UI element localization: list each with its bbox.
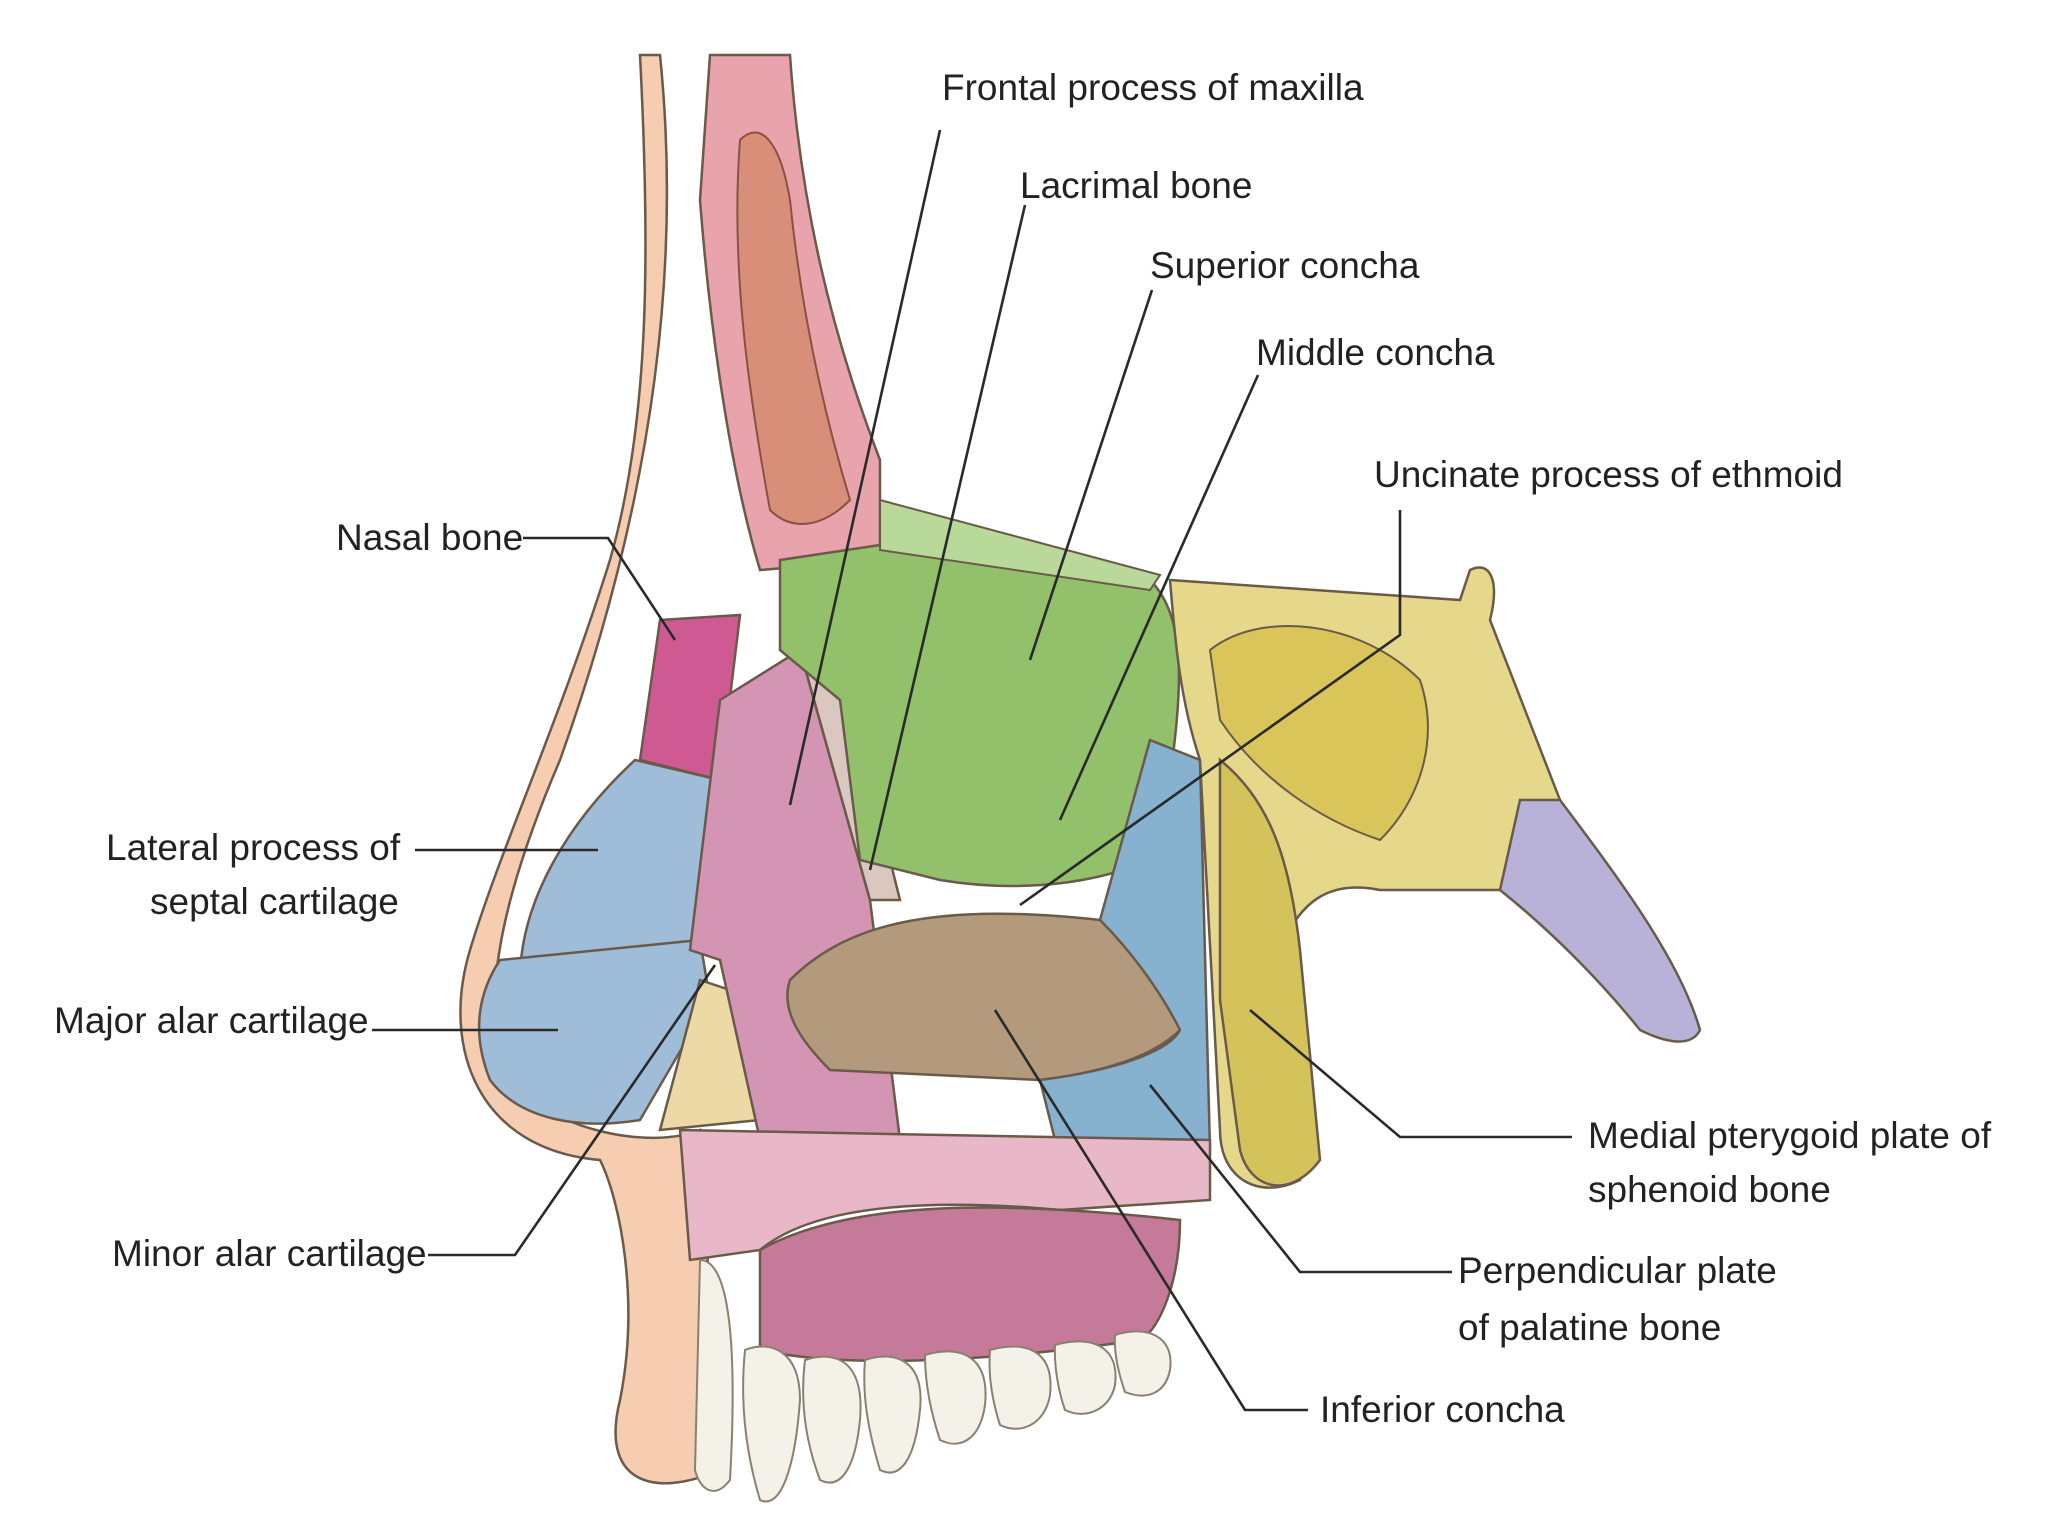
- labels: Frontal process of maxilla Lacrimal bone…: [54, 67, 1992, 1430]
- leader-frontal-process: [788, 129, 942, 806]
- label-medial-pterygoid-line1: Medial pterygoid plate of: [1588, 1115, 1992, 1156]
- major-alar-shape: [477, 938, 712, 1125]
- label-major-alar-cartilage: Major alar cartilage: [54, 1000, 369, 1041]
- label-middle-concha: Middle concha: [1256, 332, 1495, 373]
- label-medial-pterygoid-line2: sphenoid bone: [1588, 1169, 1831, 1210]
- label-perpendicular-plate-line2: of palatine bone: [1458, 1307, 1721, 1348]
- sphenoid-sinus: [1208, 625, 1429, 842]
- label-lacrimal-bone: Lacrimal bone: [1020, 165, 1252, 206]
- leader-medial-pterygoid: [1249, 1009, 1572, 1139]
- leader-superior-concha: [1028, 289, 1154, 661]
- label-inferior-concha: Inferior concha: [1320, 1389, 1565, 1430]
- leader-middle-concha: [1058, 374, 1260, 821]
- pterygoid-shape: [1218, 757, 1322, 1187]
- label-uncinate-process: Uncinate process of ethmoid: [1374, 454, 1843, 495]
- label-superior-concha: Superior concha: [1150, 245, 1420, 286]
- occiput-shape: [1498, 798, 1702, 1043]
- label-perpendicular-plate-line1: Perpendicular plate: [1458, 1250, 1777, 1291]
- leader-lacrimal: [868, 204, 1027, 871]
- label-lateral-process-line1: Lateral process of: [106, 827, 401, 868]
- leader-inferior-concha: [993, 1009, 1308, 1412]
- palatine-shape: [1038, 738, 1212, 1162]
- leader-nasal-bone: [523, 536, 677, 641]
- frontal-sinus: [736, 131, 852, 525]
- label-minor-alar-cartilage: Minor alar cartilage: [112, 1233, 427, 1274]
- teeth: [693, 1258, 1172, 1503]
- nose-skin: [459, 53, 722, 1485]
- label-nasal-bone: Nasal bone: [336, 517, 523, 558]
- leader-uncinate: [1019, 510, 1402, 907]
- leader-perpendicular-plate: [1148, 1084, 1452, 1274]
- label-frontal-process-of-maxilla: Frontal process of maxilla: [942, 67, 1364, 108]
- leader-minor-alar: [428, 964, 717, 1257]
- leader-lines: [372, 129, 1572, 1412]
- label-lateral-process-line2: septal cartilage: [150, 881, 399, 922]
